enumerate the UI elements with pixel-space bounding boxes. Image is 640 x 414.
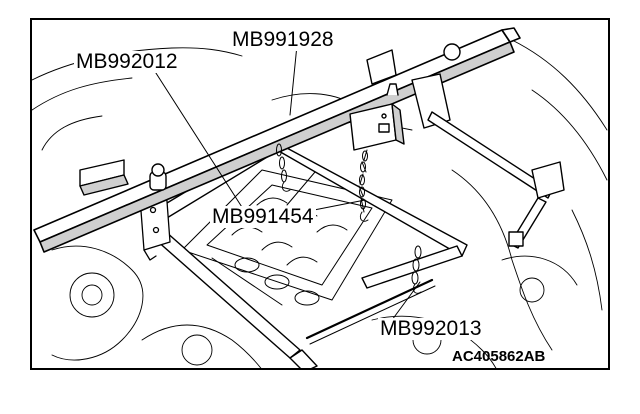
callout-mb992013: MB992013 bbox=[378, 317, 484, 340]
chains bbox=[276, 143, 422, 294]
leader-lines bbox=[153, 44, 421, 321]
figure-id: AC405862AB bbox=[452, 348, 546, 365]
right-support bbox=[366, 43, 565, 249]
engine-hanger-illustration bbox=[32, 27, 608, 368]
left-support bbox=[79, 159, 167, 196]
hanger-hook-unit bbox=[349, 83, 405, 151]
callout-mb991454: MB991454 bbox=[210, 205, 316, 228]
callout-mb991928: MB991928 bbox=[230, 28, 336, 51]
callout-mb992012: MB992012 bbox=[74, 50, 180, 73]
illustration-frame: MB992012 MB991928 MB991454 MB992013 bbox=[30, 18, 610, 370]
engine-bay-outline bbox=[32, 39, 608, 368]
hanger-frame bbox=[146, 139, 468, 368]
